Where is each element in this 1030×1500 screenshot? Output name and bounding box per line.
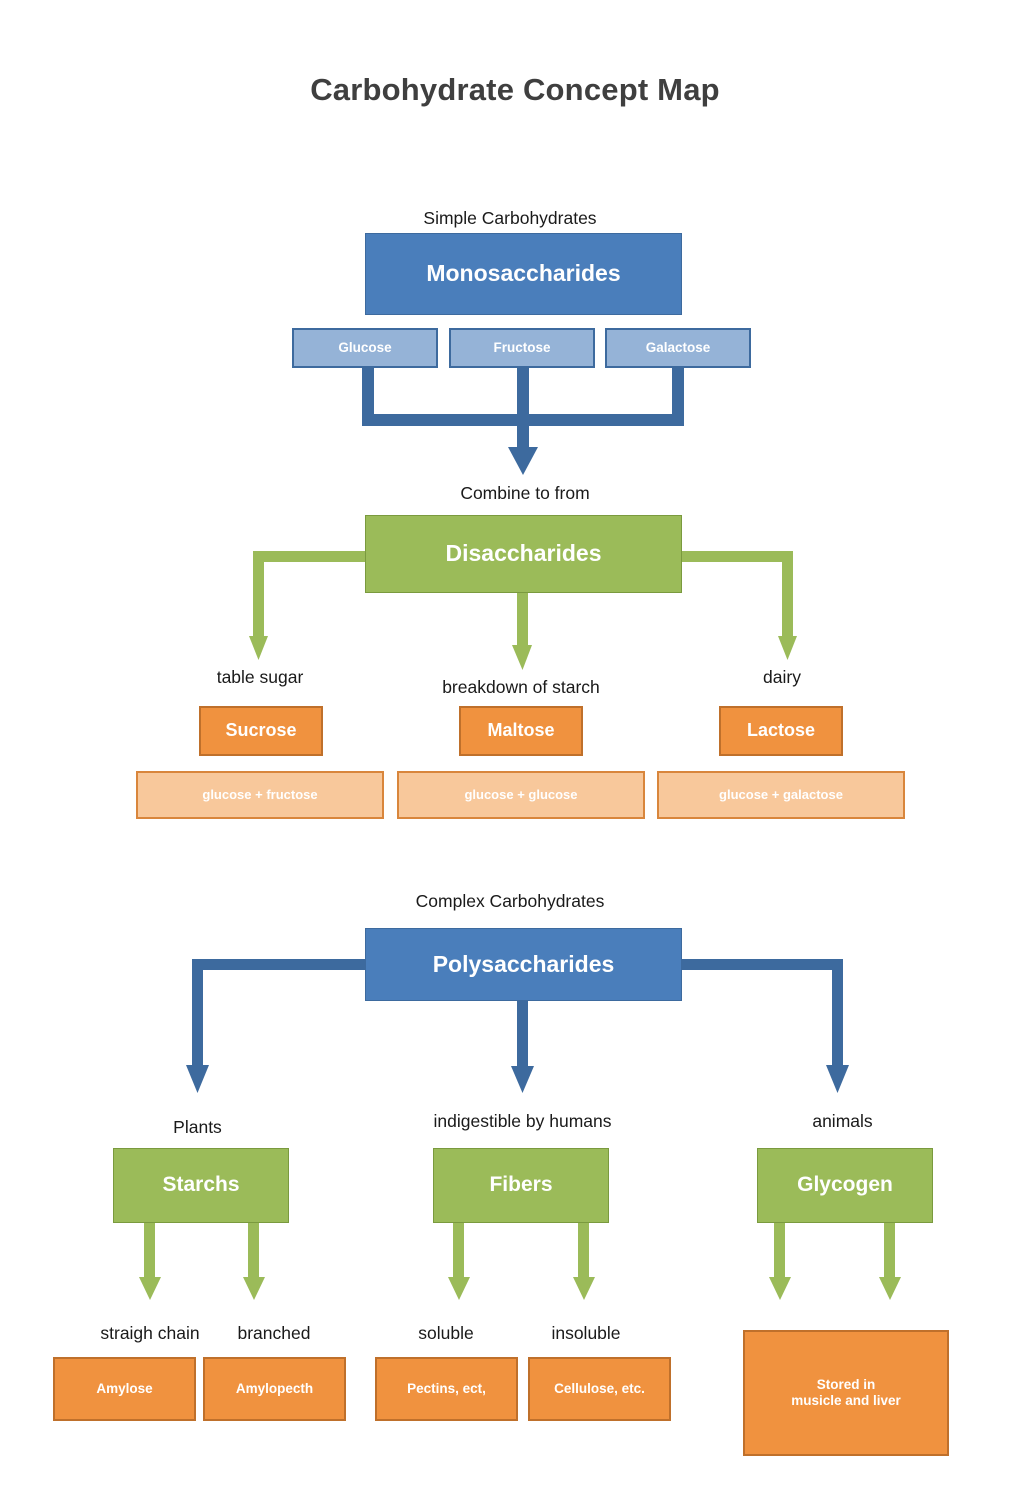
node-maltose[interactable]: Maltose (459, 706, 583, 756)
caption-branched: branched (237, 1323, 311, 1343)
caption-combine-to-from: Combine to from (460, 483, 590, 503)
caption-complex-carbohydrates: Complex Carbohydrates (415, 891, 605, 911)
node-lactose-composition[interactable]: glucose + galactose (657, 771, 905, 819)
node-disaccharides[interactable]: Disaccharides (365, 515, 682, 593)
disaccharide-right-connector (681, 551, 797, 660)
caption-insoluble: insoluble (551, 1323, 621, 1343)
node-fibers[interactable]: Fibers (433, 1148, 609, 1223)
fibers-children-connectors (448, 1222, 595, 1300)
node-amylopecth[interactable]: Amylopecth (203, 1357, 346, 1421)
node-amylose[interactable]: Amylose (53, 1357, 196, 1421)
node-cellulose[interactable]: Cellulose, etc. (528, 1357, 671, 1421)
node-glycogen[interactable]: Glycogen (757, 1148, 933, 1223)
caption-table-sugar: table sugar (216, 667, 304, 687)
caption-animals: animals (812, 1111, 873, 1131)
caption-plants: Plants (173, 1117, 222, 1137)
node-fructose[interactable]: Fructose (449, 328, 595, 368)
node-glucose[interactable]: Glucose (292, 328, 438, 368)
node-maltose-composition[interactable]: glucose + glucose (397, 771, 645, 819)
caption-breakdown-of-starch: breakdown of starch (442, 677, 600, 697)
caption-indigestible-by-humans: indigestible by humans (433, 1111, 612, 1131)
node-lactose[interactable]: Lactose (719, 706, 843, 756)
caption-straigh-chain: straigh chain (100, 1323, 200, 1343)
polysaccharide-left-connector (186, 959, 366, 1093)
polysaccharide-center-connector (511, 1000, 534, 1093)
node-polysaccharides[interactable]: Polysaccharides (365, 928, 682, 1001)
caption-dairy: dairy (763, 667, 801, 687)
disaccharide-left-connector (249, 551, 365, 660)
caption-simple-carbohydrates: Simple Carbohydrates (423, 208, 597, 228)
polysaccharide-right-connector (681, 959, 849, 1093)
disaccharide-center-connector (512, 592, 532, 670)
node-sucrose[interactable]: Sucrose (199, 706, 323, 756)
node-starchs[interactable]: Starchs (113, 1148, 289, 1223)
page-title: Carbohydrate Concept Map (310, 72, 720, 107)
node-galactose[interactable]: Galactose (605, 328, 751, 368)
node-pectins[interactable]: Pectins, ect, (375, 1357, 518, 1421)
node-monosaccharides[interactable]: Monosaccharides (365, 233, 682, 315)
node-sucrose-composition[interactable]: glucose + fructose (136, 771, 384, 819)
monosaccharide-merge-connector (362, 368, 684, 475)
glycogen-children-connectors (769, 1222, 901, 1300)
starchs-children-connectors (139, 1222, 265, 1300)
caption-soluble: soluble (418, 1323, 474, 1343)
